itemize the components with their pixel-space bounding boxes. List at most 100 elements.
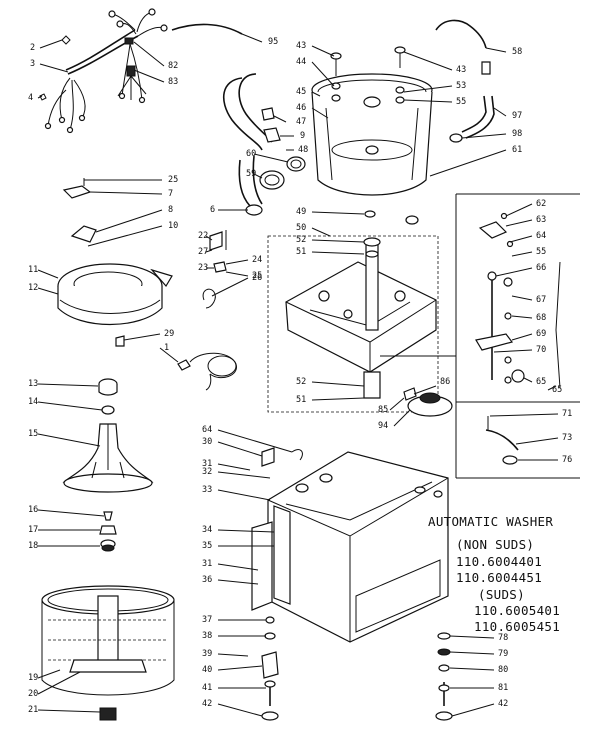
part-number-53: 53: [456, 81, 466, 91]
part-number-42: 42: [202, 699, 212, 709]
title-line-3: 110.6004401: [456, 554, 542, 569]
part-64: [291, 449, 303, 461]
transmission-assembly-50: [267, 235, 439, 413]
part-number-71: 71: [562, 409, 572, 419]
leader-line-36: [217, 579, 259, 585]
foot-42: [261, 711, 279, 721]
part-number-52: 52: [296, 377, 306, 387]
part-18: [100, 539, 116, 552]
bracket-30: [261, 447, 275, 467]
part-number-79: 79: [498, 649, 508, 659]
part-number-19: 19: [28, 673, 38, 683]
part-number-21: 21: [28, 705, 38, 715]
part-23: [213, 261, 227, 273]
part-number-37: 37: [202, 615, 212, 625]
leader-line-8: [95, 209, 163, 233]
leader-line-65: [523, 377, 533, 383]
leader-line-4: [37, 95, 43, 99]
part-number-9: 9: [300, 131, 305, 141]
part-number-51: 51: [296, 247, 306, 257]
leader-line-31: [217, 463, 251, 471]
leader-line-39: [217, 653, 249, 657]
part-number-16: 16: [28, 505, 38, 515]
switch-7: [62, 178, 92, 199]
leader-line-47: [273, 115, 287, 123]
cabinet-33: [267, 451, 449, 643]
fastener-43-right: [394, 46, 406, 68]
cord-1: [177, 352, 237, 391]
leader-line-52: [311, 239, 365, 243]
basket-19: [41, 585, 175, 696]
part-number-62: 62: [536, 199, 546, 209]
part-number-40: 40: [202, 665, 212, 675]
leader-line-12: [37, 287, 59, 295]
clip-4: [39, 93, 47, 101]
part-number-1: 1: [164, 343, 169, 353]
outer-tub-45: [311, 73, 433, 196]
part-number-3: 3: [30, 59, 35, 69]
part-number-41: 41: [202, 683, 212, 693]
leader-line-73: [515, 437, 559, 445]
part-number-73: 73: [562, 433, 572, 443]
part-number-27: 27: [198, 247, 208, 257]
leader-line-11: [37, 269, 59, 279]
part-number-59: 59: [246, 169, 256, 179]
part-number-55: 55: [456, 97, 466, 107]
part-number-52: 52: [296, 235, 306, 245]
part-number-43: 43: [296, 41, 306, 51]
pump-59: [259, 170, 285, 190]
spring-26: [202, 288, 216, 309]
washer-49: [364, 210, 376, 218]
clamp-60: [286, 156, 306, 172]
part-number-43: 43: [456, 65, 466, 75]
leader-line-3: [39, 63, 69, 73]
leader-line-26: [211, 277, 249, 297]
part-number-11: 11: [28, 265, 38, 275]
leader-line-95: [241, 33, 263, 43]
leg-40: [261, 651, 279, 679]
leader-line-97: [493, 107, 507, 117]
leader-line-24: [225, 259, 249, 265]
part-number-31: 31: [202, 559, 212, 569]
leader-line-50: [311, 227, 331, 237]
part-number-58: 58: [512, 47, 522, 57]
part-number-85: 85: [378, 405, 388, 415]
part-48: [263, 127, 281, 143]
part-number-2: 2: [30, 43, 35, 53]
title-line-7: 110.6005451: [474, 619, 560, 634]
part-47: [261, 107, 275, 121]
bracket-22: [209, 230, 227, 251]
leader-line-55: [403, 99, 453, 103]
leader-line-51: [311, 251, 365, 255]
ring-98: [449, 133, 463, 143]
part-number-8: 8: [168, 205, 173, 215]
leader-line-67: [511, 295, 533, 301]
leader-line-13: [37, 383, 99, 387]
part-number-49: 49: [296, 207, 306, 217]
part-number-60: 60: [246, 149, 256, 159]
leader-line-63: [505, 219, 533, 227]
leader-line-71: [489, 413, 559, 417]
title-line-6: 110.6005401: [474, 603, 560, 618]
part-number-7: 7: [168, 189, 173, 199]
part-number-25: 25: [168, 175, 178, 185]
part-number-18: 18: [28, 541, 38, 551]
leader-line-98: [461, 133, 507, 139]
part-number-6: 6: [210, 205, 215, 215]
leader-line-14: [37, 401, 103, 411]
leader-line-1: [159, 347, 179, 363]
wire-58: [435, 19, 487, 49]
part-number-78: 78: [498, 633, 508, 643]
leader-line-2: [39, 39, 63, 49]
leader-line-61: [429, 149, 507, 177]
part-number-68: 68: [536, 313, 546, 323]
pump-motor-94: [407, 392, 453, 417]
leader-line-94: [393, 409, 411, 427]
bracket-8: [70, 225, 97, 243]
part-88: [481, 61, 491, 75]
leader-line-15: [37, 433, 101, 447]
leader-line-42: [217, 703, 263, 717]
leader-line-59: [253, 173, 263, 179]
part-number-82: 82: [168, 61, 178, 71]
part-number-26: 26: [252, 273, 262, 283]
